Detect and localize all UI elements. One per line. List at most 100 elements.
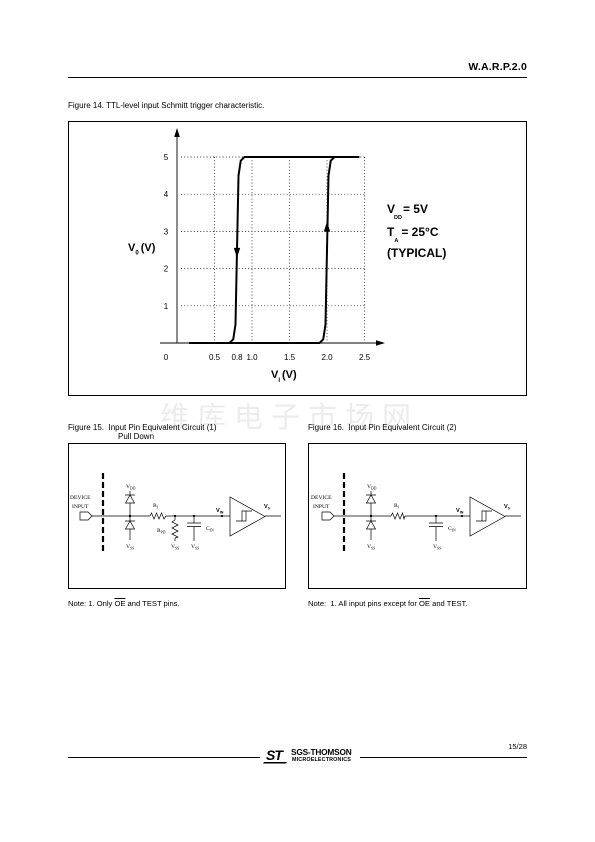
figure-15-caption: Figure 15. Input Pin Equivalent Circuit … bbox=[68, 423, 217, 432]
lower-diode bbox=[365, 520, 377, 530]
series-resistor-label: RI bbox=[153, 503, 159, 510]
st-logo-underline bbox=[263, 762, 287, 764]
pulldown-resistor bbox=[171, 519, 179, 539]
chart-series bbox=[188, 156, 360, 344]
condition-temperature-subscript: A bbox=[394, 238, 398, 244]
vss-label: VSS bbox=[367, 544, 375, 551]
series-resistor bbox=[390, 511, 406, 521]
y-tick-label: 1 bbox=[164, 302, 169, 311]
page-number: 15/28 bbox=[508, 742, 527, 751]
pulldown-resistor-label: RPD bbox=[157, 528, 166, 535]
input-terminal bbox=[79, 511, 93, 521]
upper-diode bbox=[124, 494, 136, 504]
input-pin-circuit-2: DEVICE INPUT VDD VSS RI CIN VSS VIN V0 bbox=[311, 473, 521, 554]
condition-temperature-value: = 25°C bbox=[401, 225, 438, 239]
vout-label: V0 bbox=[504, 504, 510, 511]
condition-supply-voltage: VDD= 5V bbox=[387, 202, 428, 221]
upper-diode bbox=[365, 494, 377, 504]
protection-diodes bbox=[365, 491, 377, 540]
device-input-label-line2: INPUT bbox=[72, 504, 89, 510]
schmitt-buffer-triangle bbox=[469, 496, 506, 537]
device-input-label-line1: DEVICE bbox=[311, 495, 332, 501]
condition-typical: (TYPICAL) bbox=[387, 246, 446, 260]
company-division: MICROELECTRONICS bbox=[292, 757, 352, 763]
footer-rule-right bbox=[360, 757, 527, 758]
schmitt-hysteresis-icon bbox=[236, 510, 252, 522]
figure-15-frame bbox=[68, 443, 286, 589]
input-terminal bbox=[321, 511, 335, 521]
direction-arrow-up bbox=[323, 221, 331, 232]
figure-16-note: Note: 1. All input pins except for OE an… bbox=[308, 599, 467, 608]
vdd-label: VDD bbox=[126, 484, 136, 491]
vin-label: VIN bbox=[456, 508, 464, 515]
y-tick-label: 2 bbox=[164, 265, 169, 274]
x-tick-label: 1.5 bbox=[284, 353, 296, 362]
figure-15-note: Note: 1. Only OE and TEST pins. bbox=[68, 599, 180, 608]
schmitt-buffer-triangle bbox=[229, 496, 266, 537]
st-logo-mark: ST bbox=[266, 747, 284, 763]
y-axis-label-unit: (V) bbox=[141, 242, 156, 254]
direction-arrow-down bbox=[233, 247, 241, 258]
header-rule bbox=[68, 77, 527, 78]
transfer-curve-1 bbox=[188, 156, 360, 344]
watermark: 维库电子市场网 bbox=[160, 400, 420, 434]
vin-label: VIN bbox=[216, 508, 224, 515]
x-axis-label-symbol: V bbox=[271, 369, 279, 381]
vss-label: VSS bbox=[191, 544, 199, 551]
schmitt-hysteresis-icon bbox=[476, 510, 492, 522]
input-capacitor-label: CIN bbox=[448, 526, 456, 533]
note-overlined-signal: OE bbox=[419, 599, 430, 608]
x-tick-label: 0.8 bbox=[231, 353, 243, 362]
condition-supply-subscript: DD bbox=[394, 215, 402, 221]
x-axis-label-unit: (V) bbox=[282, 369, 297, 381]
protection-diodes bbox=[124, 491, 136, 540]
x-axis-label-subscript: I bbox=[278, 378, 280, 384]
figure-16-frame bbox=[308, 443, 527, 589]
y-axis-arrowhead bbox=[174, 128, 180, 137]
x-tick-label: 2.5 bbox=[359, 353, 371, 362]
st-logo-icon: ST bbox=[263, 747, 287, 764]
vin-node-dot bbox=[220, 514, 224, 518]
x-tick-label: 0.5 bbox=[209, 353, 221, 362]
chart-grid bbox=[181, 156, 365, 343]
document-title: W.A.R.P.2.0 bbox=[468, 61, 527, 73]
device-input-label-line2: INPUT bbox=[313, 504, 330, 510]
origin-label: 0 bbox=[164, 353, 169, 362]
y-tick-label: 5 bbox=[164, 153, 169, 162]
series-resistor bbox=[149, 512, 167, 520]
note-text: Note: 1. All input pins except for bbox=[308, 599, 420, 608]
lower-diode bbox=[124, 520, 136, 530]
diode-junction-dot bbox=[369, 514, 373, 518]
input-capacitor bbox=[429, 516, 443, 541]
x-tick-label: 2.0 bbox=[321, 353, 333, 362]
note-overlined-signal: OE bbox=[114, 599, 126, 608]
y-axis-label: V0(V) bbox=[128, 242, 156, 257]
diode-junction-dot bbox=[128, 514, 132, 518]
transfer-curve-0 bbox=[188, 156, 360, 344]
condition-supply-symbol: V bbox=[387, 202, 395, 216]
note-text: and TEST pins. bbox=[125, 599, 180, 608]
note-text: and TEST. bbox=[430, 599, 468, 608]
vout-label: V0 bbox=[264, 504, 270, 511]
x-axis-label: VI(V) bbox=[271, 369, 297, 384]
device-input-label-line1: DEVICE bbox=[70, 495, 91, 501]
condition-supply-value: = 5V bbox=[403, 202, 428, 216]
footer-rule-left bbox=[68, 757, 260, 758]
condition-temperature-symbol: T bbox=[387, 225, 395, 239]
vss-label: VSS bbox=[126, 544, 134, 551]
y-tick-label: 3 bbox=[164, 227, 169, 236]
figure-16-caption: Figure 16. Input Pin Equivalent Circuit … bbox=[308, 423, 457, 432]
x-tick-label: 1.0 bbox=[246, 353, 258, 362]
x-axis-arrowhead bbox=[376, 340, 385, 346]
y-axis-label-subscript: 0 bbox=[135, 251, 139, 257]
y-axis-label-symbol: V bbox=[128, 242, 136, 254]
vdd-label: VDD bbox=[367, 484, 377, 491]
y-tick-label: 4 bbox=[164, 190, 169, 199]
condition-temperature: TA= 25°C bbox=[387, 225, 439, 244]
input-capacitor bbox=[187, 516, 201, 541]
series-resistor-label: RI bbox=[394, 503, 400, 510]
company-name: SGS-THOMSON bbox=[291, 747, 352, 757]
